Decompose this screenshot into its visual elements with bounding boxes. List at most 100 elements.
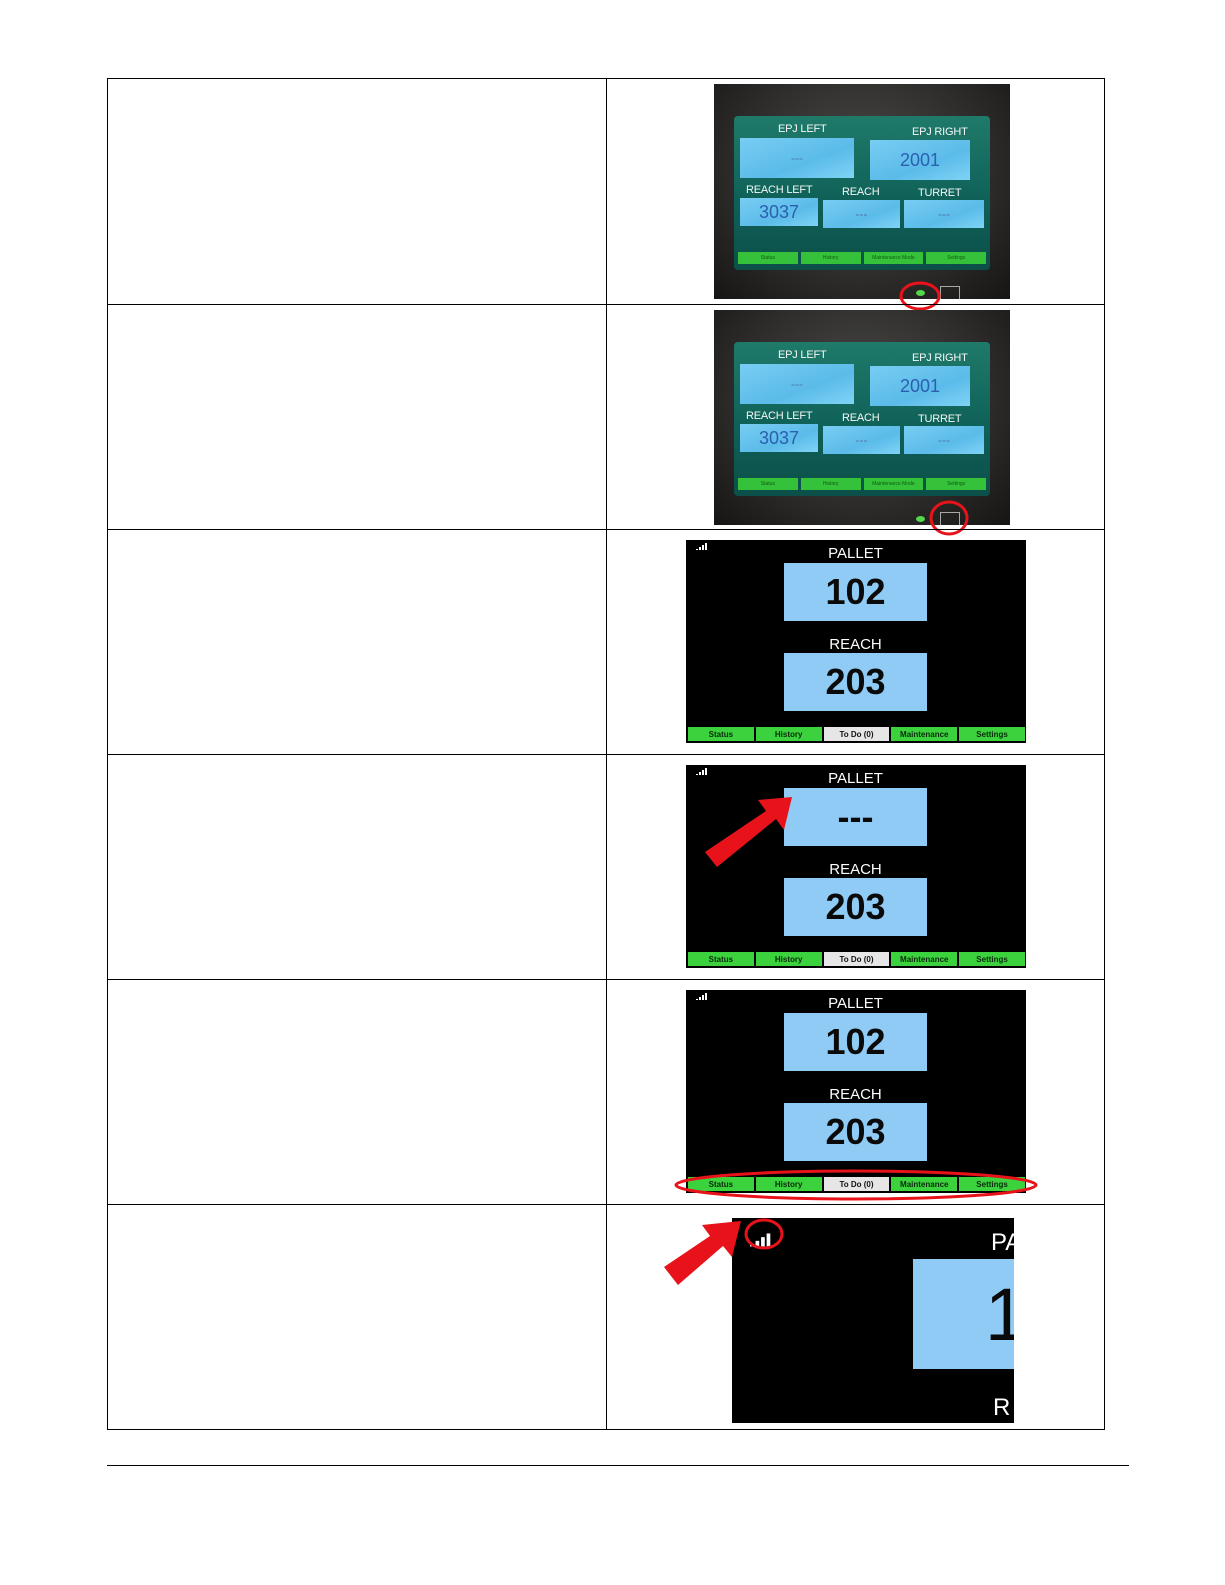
- red-arrow-icon: [705, 797, 792, 867]
- highlight-circle: [929, 500, 969, 536]
- epj-left-label: EPJ LEFT: [778, 349, 827, 361]
- photo-screen: EPJ LEFT EPJ RIGHT --- 2001 REACH LEFT R…: [734, 116, 990, 270]
- highlight-circle: [899, 281, 941, 311]
- signal-strength-icon: [696, 768, 707, 775]
- table-row: EPJ LEFT EPJ RIGHT --- 2001 REACH LEFT R…: [108, 304, 1104, 536]
- pointer-overlay: [705, 797, 792, 867]
- nav-maintenance-button[interactable]: Maintenance: [891, 1177, 958, 1191]
- nav-todo-button[interactable]: To Do (0): [823, 1177, 890, 1191]
- nav-history-button[interactable]: History: [800, 478, 861, 490]
- nav-maintenance-button[interactable]: Maintenance Mode: [863, 478, 924, 490]
- image-cell: EPJ LEFT EPJ RIGHT --- 2001 REACH LEFT R…: [607, 305, 1104, 536]
- pallet-value: ---: [784, 788, 927, 846]
- turret-label: TURRET: [918, 413, 962, 425]
- epj-right-label: EPJ RIGHT: [912, 126, 968, 138]
- image-cell: PA 1 R: [607, 1205, 1104, 1429]
- image-cell: PALLET --- REACH 203 Status History To D…: [607, 755, 1104, 979]
- reach-left-value: 3037: [740, 198, 818, 226]
- photo-screen: EPJ LEFT EPJ RIGHT --- 2001 REACH LEFT R…: [734, 342, 990, 496]
- reach-value: 203: [784, 653, 927, 711]
- nav-settings-button[interactable]: Settings: [959, 1177, 1025, 1191]
- pallet-label: PALLET: [828, 770, 883, 787]
- table-row: PALLET 102 REACH 203 Status History To D…: [108, 529, 1104, 754]
- display-photo: EPJ LEFT EPJ RIGHT --- 2001 REACH LEFT R…: [714, 310, 1010, 525]
- red-arrow-icon: [664, 1221, 741, 1285]
- reach-label: REACH: [842, 186, 880, 198]
- reach-value: ---: [823, 426, 900, 454]
- reach-label: REACH: [842, 412, 880, 424]
- table-row: PALLET 102 REACH 203 Status History To D…: [108, 979, 1104, 1204]
- reach-left-label: REACH LEFT: [746, 184, 813, 196]
- touch-button[interactable]: [940, 286, 960, 299]
- display-screen: PALLET 102 REACH 203 Status History To D…: [686, 540, 1026, 743]
- nav-settings-button[interactable]: Settings: [926, 478, 986, 490]
- nav-settings-button[interactable]: Settings: [959, 952, 1025, 966]
- instruction-table: EPJ LEFT EPJ RIGHT --- 2001 REACH LEFT R…: [107, 78, 1105, 1430]
- highlight-overlay: [929, 500, 969, 536]
- pallet-label: PALLET: [828, 995, 883, 1012]
- photo-nav-bar: Status History Maintenance Mode Settings: [738, 478, 986, 490]
- nav-maintenance-button[interactable]: Maintenance Mode: [863, 252, 924, 264]
- description-cell: [108, 530, 606, 754]
- nav-history-button[interactable]: History: [755, 727, 822, 741]
- photo-nav-bar: Status History Maintenance Mode Settings: [738, 252, 986, 264]
- turret-value: ---: [904, 426, 984, 454]
- nav-bar: Status History To Do (0) Maintenance Set…: [688, 1177, 1025, 1191]
- display-photo: EPJ LEFT EPJ RIGHT --- 2001 REACH LEFT R…: [714, 84, 1010, 299]
- highlight-overlay: [674, 1169, 1038, 1201]
- epj-right-value: 2001: [870, 140, 970, 180]
- table-row: PA 1 R: [108, 1204, 1104, 1429]
- pallet-label-fragment: PA: [991, 1229, 1014, 1256]
- reach-label: REACH: [829, 861, 882, 878]
- pallet-value-fragment: 1: [913, 1259, 1014, 1369]
- nav-status-button[interactable]: Status: [688, 952, 754, 966]
- display-screen: PALLET 102 REACH 203 Status History To D…: [686, 990, 1026, 1193]
- description-cell: [108, 79, 606, 304]
- description-cell: [108, 755, 606, 979]
- zoomed-display: PA 1 R: [732, 1218, 1014, 1423]
- nav-history-button[interactable]: History: [755, 1177, 822, 1191]
- reach-label: REACH: [829, 1086, 882, 1103]
- description-cell: [108, 980, 606, 1204]
- epj-right-value: 2001: [870, 366, 970, 406]
- touch-button[interactable]: [940, 512, 960, 525]
- nav-bar: Status History To Do (0) Maintenance Set…: [688, 727, 1025, 741]
- status-led: [916, 290, 925, 296]
- nav-settings-button[interactable]: Settings: [926, 252, 986, 264]
- table-row: PALLET --- REACH 203 Status History To D…: [108, 754, 1104, 979]
- nav-todo-button[interactable]: To Do (0): [823, 952, 890, 966]
- image-cell: PALLET 102 REACH 203 Status History To D…: [607, 530, 1104, 754]
- epj-right-label: EPJ RIGHT: [912, 352, 968, 364]
- footer-rule: [107, 1465, 1129, 1466]
- nav-history-button[interactable]: History: [800, 252, 861, 264]
- pallet-value: 102: [784, 1013, 927, 1071]
- signal-strength-icon: [696, 993, 707, 1000]
- epj-left-label: EPJ LEFT: [778, 123, 827, 135]
- display-screen: PALLET --- REACH 203 Status History To D…: [686, 765, 1026, 968]
- highlight-circle: [744, 1218, 784, 1250]
- nav-status-button[interactable]: Status: [738, 252, 798, 264]
- reach-left-label: REACH LEFT: [746, 410, 813, 422]
- status-led: [916, 516, 925, 522]
- nav-status-button[interactable]: Status: [688, 1177, 754, 1191]
- reach-value: 203: [784, 878, 927, 936]
- nav-todo-button[interactable]: To Do (0): [823, 727, 890, 741]
- reach-value: 203: [784, 1103, 927, 1161]
- reach-left-value: 3037: [740, 424, 818, 452]
- image-cell: EPJ LEFT EPJ RIGHT --- 2001 REACH LEFT R…: [607, 79, 1104, 311]
- epj-left-value: ---: [740, 364, 854, 404]
- nav-status-button[interactable]: Status: [738, 478, 798, 490]
- description-cell: [108, 305, 606, 529]
- nav-maintenance-button[interactable]: Maintenance: [891, 952, 958, 966]
- pallet-label: PALLET: [828, 545, 883, 562]
- nav-status-button[interactable]: Status: [688, 727, 754, 741]
- nav-maintenance-button[interactable]: Maintenance: [891, 727, 958, 741]
- image-cell: PALLET 102 REACH 203 Status History To D…: [607, 980, 1104, 1204]
- table-row: EPJ LEFT EPJ RIGHT --- 2001 REACH LEFT R…: [108, 79, 1104, 311]
- turret-label: TURRET: [918, 187, 962, 199]
- nav-history-button[interactable]: History: [755, 952, 822, 966]
- highlight-ellipse: [674, 1169, 1038, 1201]
- epj-left-value: ---: [740, 138, 854, 178]
- signal-strength-icon: [696, 543, 707, 550]
- nav-settings-button[interactable]: Settings: [959, 727, 1025, 741]
